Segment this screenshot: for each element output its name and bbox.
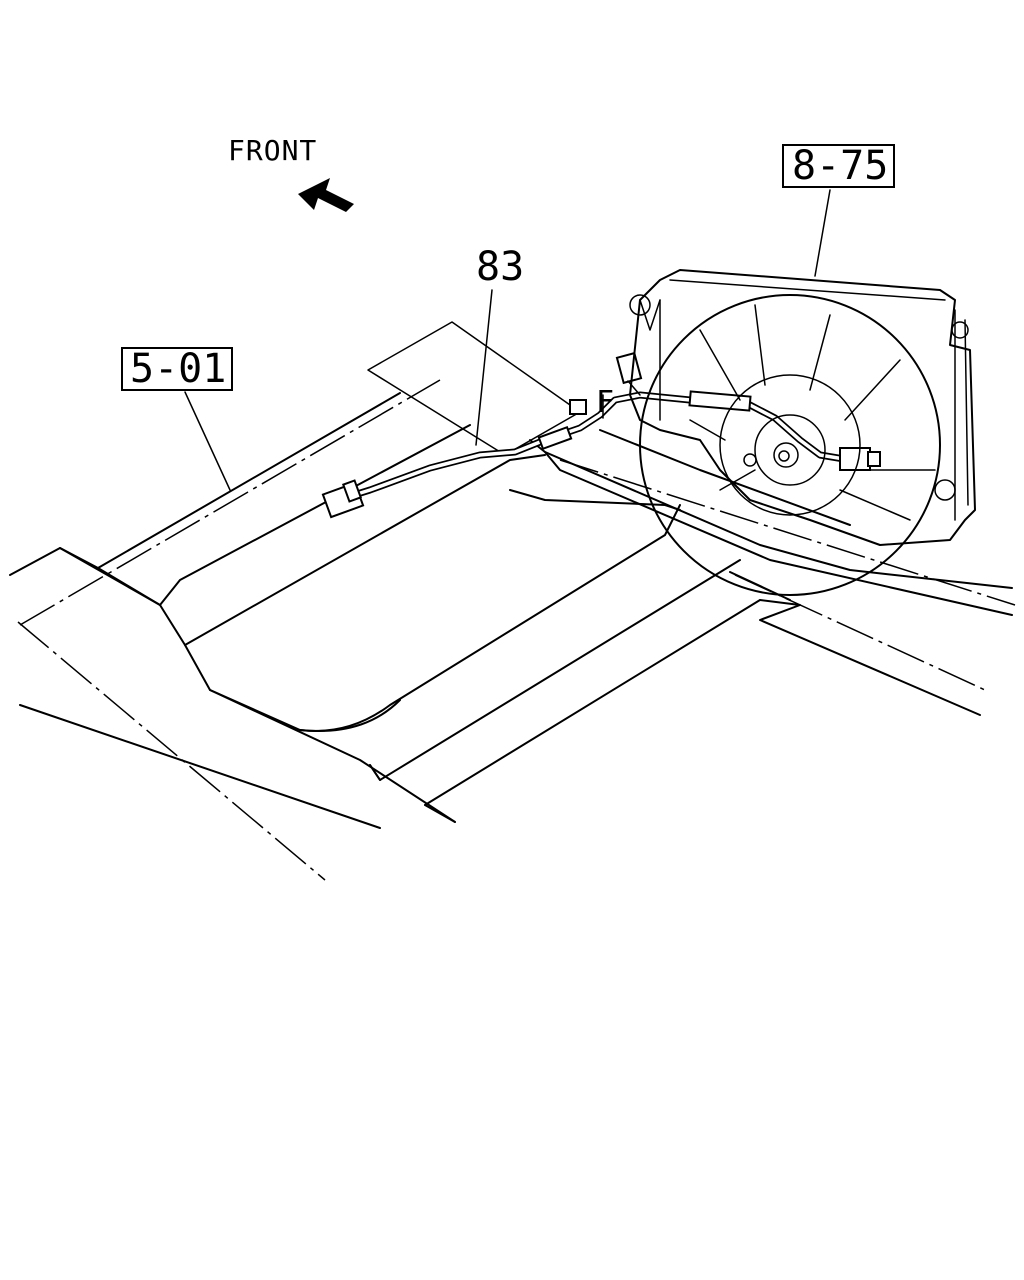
- callout-clip-letter: F: [596, 385, 614, 420]
- arrow-up-left-icon: [298, 178, 354, 212]
- harness-clip: [569, 399, 587, 415]
- front-direction-label: FRONT: [228, 134, 317, 167]
- vehicle-frame: [9, 321, 1016, 881]
- cooling-fan-assembly: [629, 269, 976, 596]
- callout-fan-label: 8-75: [792, 143, 888, 189]
- callout-frame-5-01: 5-01: [121, 346, 233, 392]
- callout-fan-8-75: 8-75: [782, 143, 895, 189]
- callout-harness-83: 83: [476, 244, 524, 290]
- callout-frame-label: 5-01: [130, 346, 226, 392]
- leader-lines: [184, 189, 831, 491]
- harness-connector-right: [839, 447, 871, 471]
- wire-harness: [321, 351, 881, 519]
